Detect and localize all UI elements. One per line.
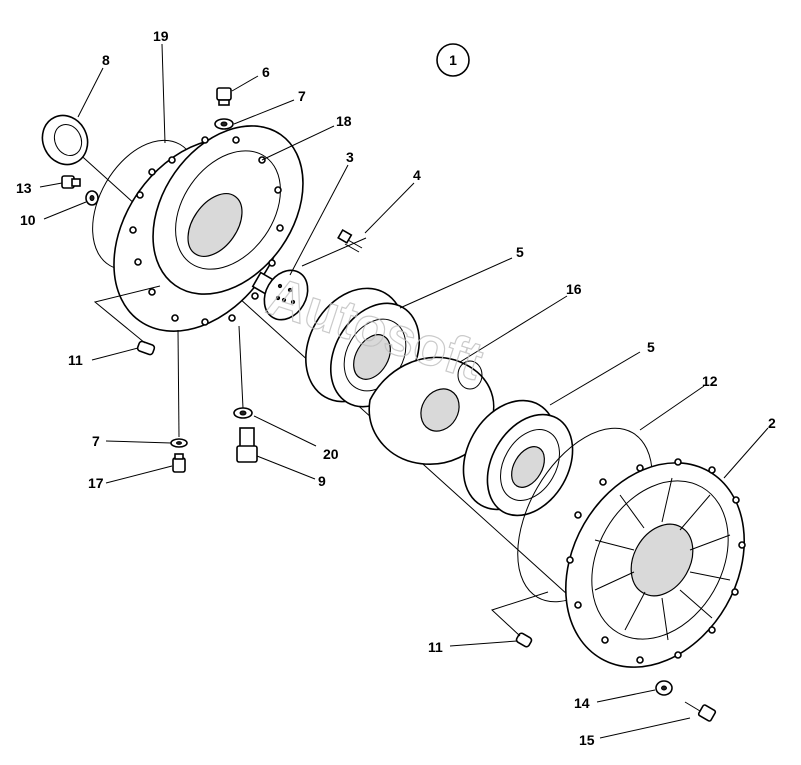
part-14-washer [655, 680, 673, 696]
callout-11-upper: 11 [68, 352, 83, 368]
callout-8: 8 [102, 52, 110, 68]
part-11-plug-lower [515, 632, 533, 648]
part-17-plug [172, 453, 186, 473]
callout-6: 6 [262, 64, 270, 80]
callout-15: 15 [579, 732, 595, 748]
part-7-washer-top [214, 118, 234, 130]
callout-13: 13 [16, 180, 32, 196]
callout-7-lower: 7 [92, 433, 100, 449]
callout-10: 10 [20, 212, 36, 228]
cover-bolt-holes [566, 458, 746, 664]
figure-number-badge: 1 [436, 43, 470, 77]
callout-4: 4 [413, 167, 421, 183]
part-9-bolt [236, 427, 258, 463]
callout-2: 2 [768, 415, 776, 431]
callout-14: 14 [574, 695, 590, 711]
part-11-plug-upper [136, 340, 156, 356]
callout-20: 20 [323, 446, 339, 462]
part-2-cover [564, 458, 746, 668]
callout-18: 18 [336, 113, 352, 129]
part-20-washer [233, 407, 253, 419]
part-13-plug [61, 175, 81, 189]
callout-19: 19 [153, 28, 169, 44]
part-7-washer-lower [170, 438, 188, 448]
leader-lines [39, 43, 769, 739]
part-18-hub-housing [113, 125, 304, 332]
part-6-plug [216, 87, 232, 106]
callout-labels: 19 8 6 7 18 3 4 13 10 5 16 5 11 12 2 7 2… [16, 28, 776, 748]
callout-16: 16 [566, 281, 582, 297]
part-3-spline-shaft [251, 269, 309, 321]
part-4-bolt [337, 228, 363, 253]
part-8-seal-ring [41, 114, 89, 166]
part-15-bolt [684, 701, 717, 722]
callout-9: 9 [318, 473, 326, 489]
callout-12: 12 [702, 373, 718, 389]
figure-number-text: 1 [449, 52, 457, 68]
callout-17: 17 [88, 475, 104, 491]
part-10-washer [85, 190, 99, 206]
callout-5-second: 5 [647, 339, 655, 355]
part-5-bearing-second [462, 399, 574, 517]
callout-11-lower: 11 [428, 639, 443, 655]
callout-3: 3 [346, 149, 354, 165]
housing-bolt-holes [129, 136, 284, 326]
callout-5-first: 5 [516, 244, 524, 260]
callout-7-top: 7 [298, 88, 306, 104]
